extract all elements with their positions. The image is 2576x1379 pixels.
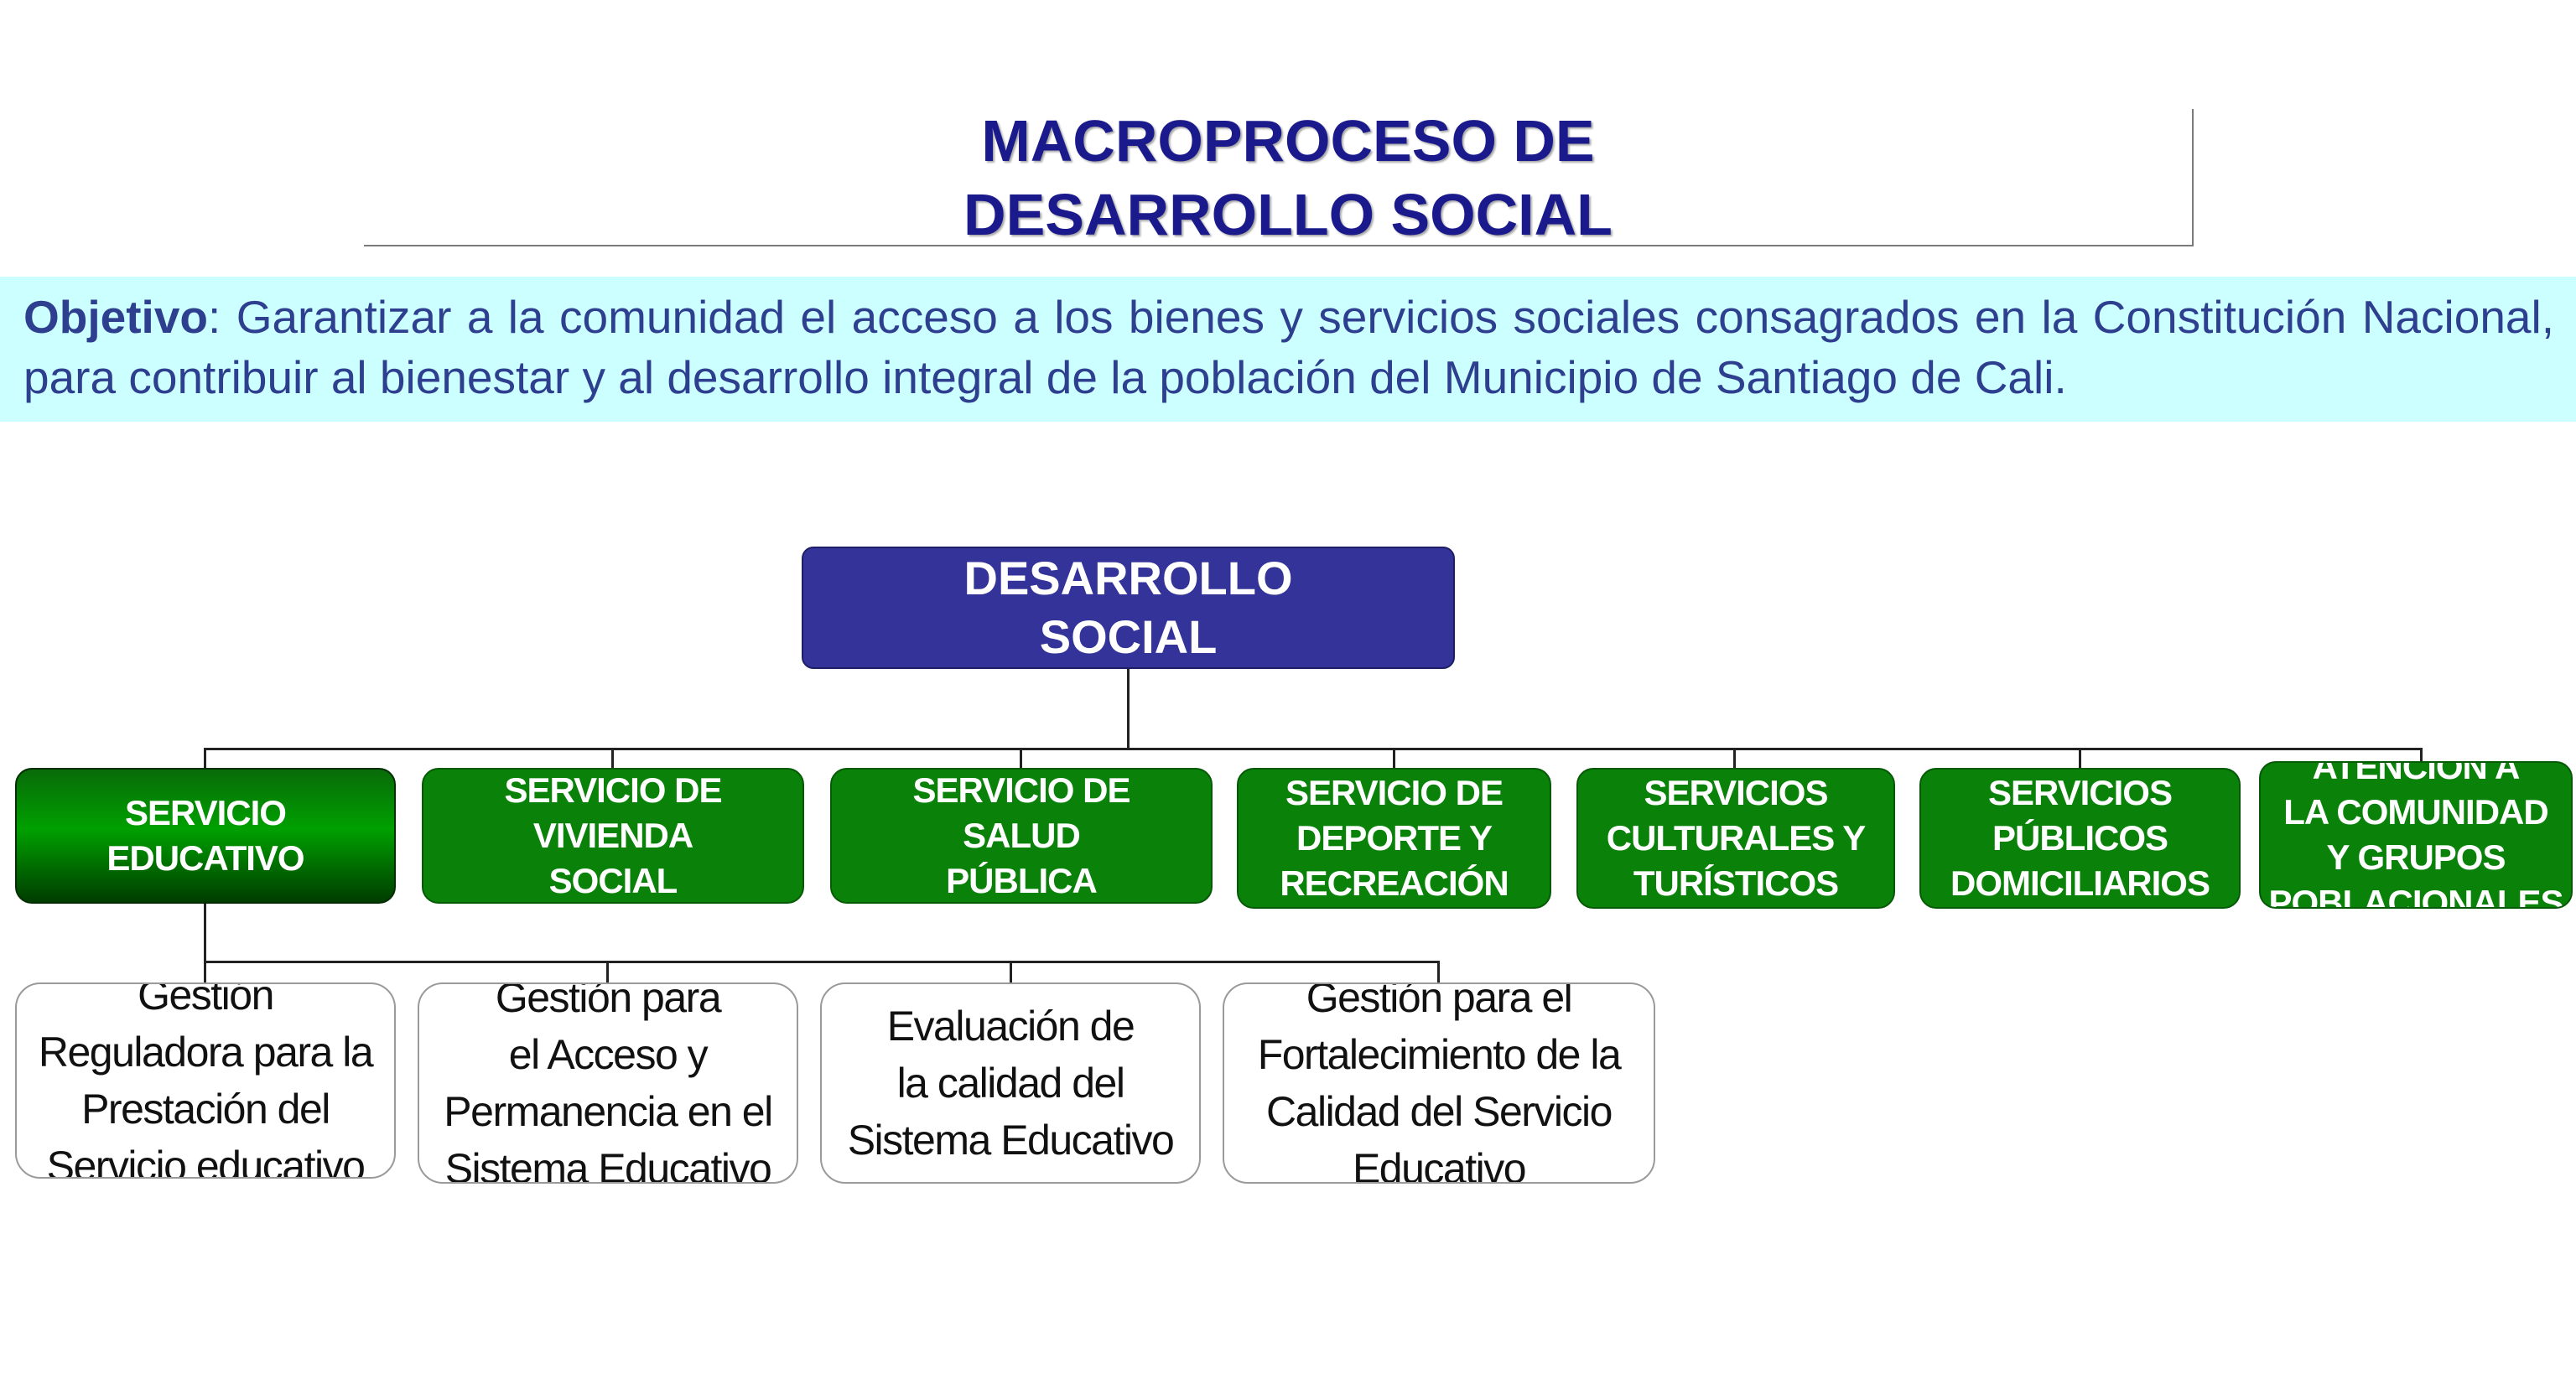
subprocess-acceso-permanencia[interactable]: Gestión para el Acceso y Permanencia en … [418,982,798,1184]
subprocess-gestion-reguladora[interactable]: Gestión Reguladora para la Prestación de… [15,982,396,1179]
service-drop-5 [1733,748,1736,770]
service-drop-6 [2079,748,2081,770]
objective-text: : Garantizar a la comunidad el acceso a … [23,291,2554,403]
sub-drop-2 [606,961,609,984]
service-salud-publica[interactable]: SERVICIO DE SALUD PÚBLICA [830,768,1213,904]
title-line-2: DESARROLLO SOCIAL [963,182,1613,247]
sub-stem [204,902,206,962]
sub-drop-4 [1437,961,1440,984]
sub-drop-1 [204,961,206,984]
sub-drop-3 [1010,961,1012,984]
service-deporte-recreacion[interactable]: SERVICIO DE DEPORTE Y RECREACIÓN [1237,768,1551,909]
objective-banner: Objetivo: Garantizar a la comunidad el a… [0,277,2576,422]
title-line-1: MACROPROCESO DE [981,108,1595,174]
service-educativo[interactable]: SERVICIO EDUCATIVO [15,768,396,904]
service-culturales-turisticos[interactable]: SERVICIOS CULTURALES Y TURÍSTICOS [1576,768,1895,909]
service-publicos-domiciliarios[interactable]: SERVICIOS PÚBLICOS DOMICILIARIOS [1919,768,2241,909]
services-bus [204,748,2423,750]
root-node-desarrollo-social[interactable]: DESARROLLO SOCIAL [802,547,1455,669]
service-drop-1 [204,748,206,770]
subprocess-evaluacion-calidad[interactable]: Evaluación de la calidad del Sistema Edu… [820,982,1201,1184]
objective-lead: Objetivo [23,291,209,343]
root-stem [1127,667,1130,749]
service-drop-4 [1393,748,1395,770]
subprocess-fortalecimiento-calidad[interactable]: Gestión para el Fortalecimiento de la Ca… [1223,982,1655,1184]
service-drop-7 [2420,748,2423,770]
service-atencion-comunidad[interactable]: ATENCIÓN A LA COMUNIDAD Y GRUPOS POBLACI… [2259,761,2573,909]
service-drop-3 [1020,748,1022,770]
service-drop-2 [611,748,614,770]
title-underline [364,245,2194,246]
page-title: MACROPROCESO DE DESARROLLO SOCIAL [0,104,2576,251]
sub-bus [204,961,1440,963]
title-right-rule [2192,109,2194,246]
service-vivienda-social[interactable]: SERVICIO DE VIVIENDA SOCIAL [422,768,804,904]
